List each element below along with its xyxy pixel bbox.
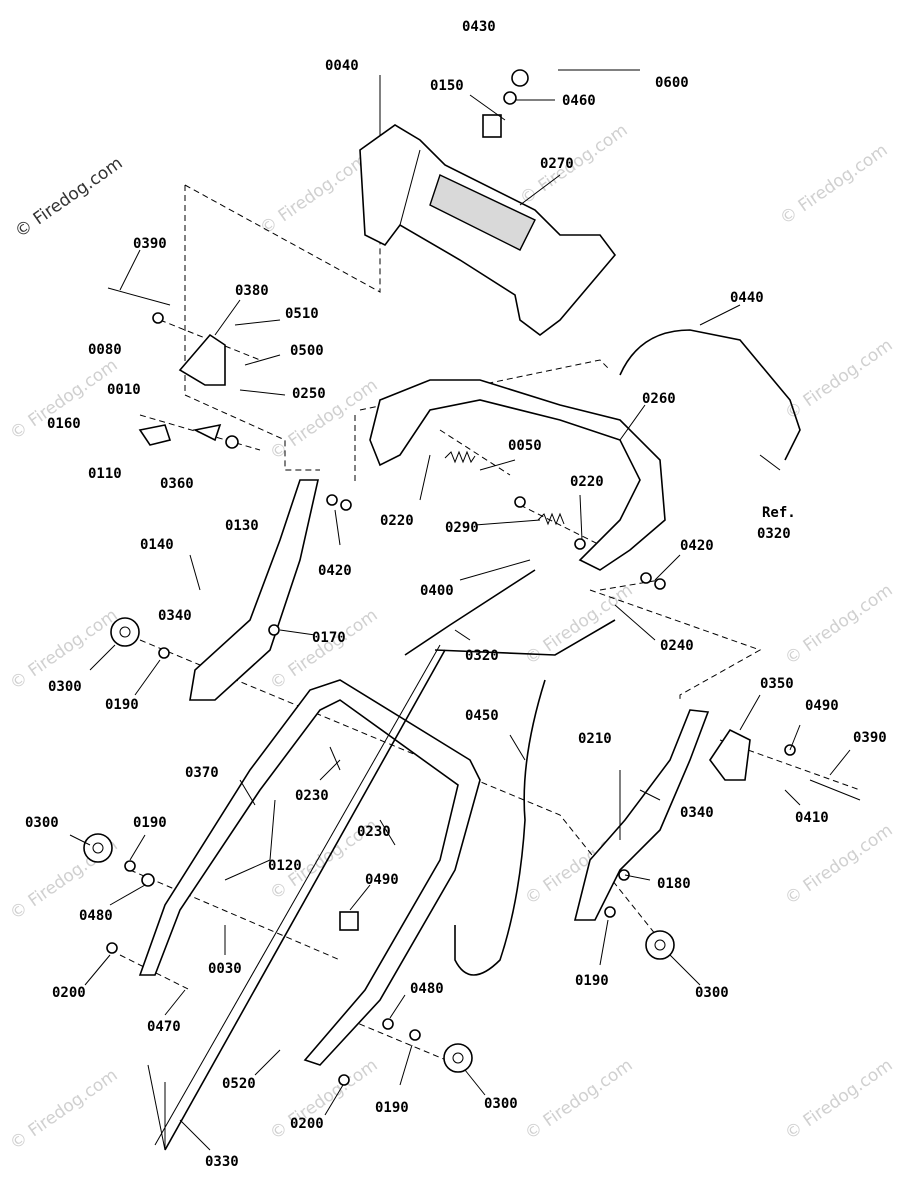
watermark: © Firedog.com <box>781 1055 896 1144</box>
callout-0180: 0180 <box>657 876 691 892</box>
callout-0190: 0190 <box>375 1100 409 1116</box>
callout-0200: 0200 <box>52 985 86 1001</box>
cable-0450 <box>454 679 546 976</box>
callout-0320: 0320 <box>465 648 499 664</box>
callout-0300: 0300 <box>25 815 59 831</box>
bracket-0380 <box>178 333 226 386</box>
callout-0220: 0220 <box>570 474 604 490</box>
callout-0080: 0080 <box>88 342 122 358</box>
callout-0250: 0250 <box>292 386 326 402</box>
callout-0270: 0270 <box>540 156 574 172</box>
watermark: © Firedog.com <box>516 120 631 209</box>
callout-0300: 0300 <box>48 679 82 695</box>
callout-0320: 0320 <box>757 526 791 542</box>
callout-0370: 0370 <box>185 765 219 781</box>
callout-0490: 0490 <box>805 698 839 714</box>
callout-0190: 0190 <box>105 697 139 713</box>
callout-0190: 0190 <box>133 815 167 831</box>
hardware <box>106 69 861 1151</box>
callout-0520: 0520 <box>222 1076 256 1092</box>
bracket-0350 <box>709 728 751 781</box>
callout-0420: 0420 <box>680 538 714 554</box>
leader-lines <box>69 69 851 1151</box>
knob-0300-d <box>443 1043 473 1073</box>
control-panel-0270 <box>359 124 617 336</box>
spring-0290-b <box>537 512 565 526</box>
knob-0300-a <box>110 617 140 647</box>
callout-0290: 0290 <box>445 520 479 536</box>
callout-0480: 0480 <box>410 981 444 997</box>
callout-0200: 0200 <box>290 1116 324 1132</box>
callout-0170: 0170 <box>312 630 346 646</box>
copyright-notice: © Firedog.com <box>11 153 126 242</box>
callout-0160: 0160 <box>47 416 81 432</box>
lower-handle-left-0340 <box>189 479 319 701</box>
callout-0030: 0030 <box>208 961 242 977</box>
callout-0300: 0300 <box>484 1096 518 1112</box>
callout-0190: 0190 <box>575 973 609 989</box>
knob-0300-b <box>83 833 113 863</box>
callout-0510: 0510 <box>285 306 319 322</box>
callout-labels: 0430 0040 0150 0460 0600 0270 0390 0380 … <box>25 19 887 1170</box>
callout-0140: 0140 <box>140 537 174 553</box>
callout-0440: 0440 <box>730 290 764 306</box>
callout-0410: 0410 <box>795 810 829 826</box>
callout-0260: 0260 <box>642 391 676 407</box>
callout-0430: 0430 <box>462 19 496 35</box>
watermark: © Firedog.com <box>266 605 381 694</box>
callout-0380: 0380 <box>235 283 269 299</box>
lower-handle-right-0340 <box>573 709 710 921</box>
cable-0320-lower <box>434 619 616 656</box>
callout-0390: 0390 <box>853 730 887 746</box>
watermark: © Firedog.com <box>521 1055 636 1144</box>
callout-0150: 0150 <box>430 78 464 94</box>
spring-0290-a <box>444 450 476 464</box>
callout-0480: 0480 <box>79 908 113 924</box>
watermark: © Firedog.com <box>776 140 891 229</box>
callout-0120: 0120 <box>268 858 302 874</box>
callout-0240: 0240 <box>660 638 694 654</box>
callout-0300: 0300 <box>695 985 729 1001</box>
watermark: © Firedog.com <box>521 580 636 669</box>
callout-0110: 0110 <box>88 466 122 482</box>
callout-ref: Ref. <box>762 505 796 521</box>
callout-0420: 0420 <box>318 563 352 579</box>
callout-0130: 0130 <box>225 518 259 534</box>
callout-0010: 0010 <box>107 382 141 398</box>
callout-0340: 0340 <box>158 608 192 624</box>
callout-0460: 0460 <box>562 93 596 109</box>
callout-0050: 0050 <box>508 438 542 454</box>
handle-loop-0370 <box>138 679 481 1066</box>
watermark: © Firedog.com <box>266 1055 381 1144</box>
callout-0210: 0210 <box>578 731 612 747</box>
upper-handle-0260 <box>369 379 666 571</box>
watermarks: © Firedog.com © Firedog.com © Firedog.co… <box>6 120 896 1154</box>
watermark: © Firedog.com <box>781 335 896 424</box>
watermark: © Firedog.com <box>6 1065 121 1154</box>
callout-0040: 0040 <box>325 58 359 74</box>
watermark: © Firedog.com <box>781 820 896 909</box>
callout-0450: 0450 <box>465 708 499 724</box>
callout-0340: 0340 <box>680 805 714 821</box>
cable-0320 <box>404 569 536 656</box>
bail-0440 <box>619 329 801 461</box>
callout-0400: 0400 <box>420 583 454 599</box>
callout-0470: 0470 <box>147 1019 181 1035</box>
callout-0390: 0390 <box>133 236 167 252</box>
rod-0330 <box>164 649 446 1151</box>
callout-0600: 0600 <box>655 75 689 91</box>
callout-0230: 0230 <box>357 824 391 840</box>
watermark: © Firedog.com <box>256 150 371 239</box>
callout-0490: 0490 <box>365 872 399 888</box>
assembly-lines <box>119 184 861 1071</box>
callout-0330: 0330 <box>205 1154 239 1170</box>
callout-0220: 0220 <box>380 513 414 529</box>
knob-0300-c <box>645 930 675 960</box>
callout-0350: 0350 <box>760 676 794 692</box>
callout-0360: 0360 <box>160 476 194 492</box>
callout-0500: 0500 <box>290 343 324 359</box>
watermark: © Firedog.com <box>781 580 896 669</box>
callout-0230: 0230 <box>295 788 329 804</box>
